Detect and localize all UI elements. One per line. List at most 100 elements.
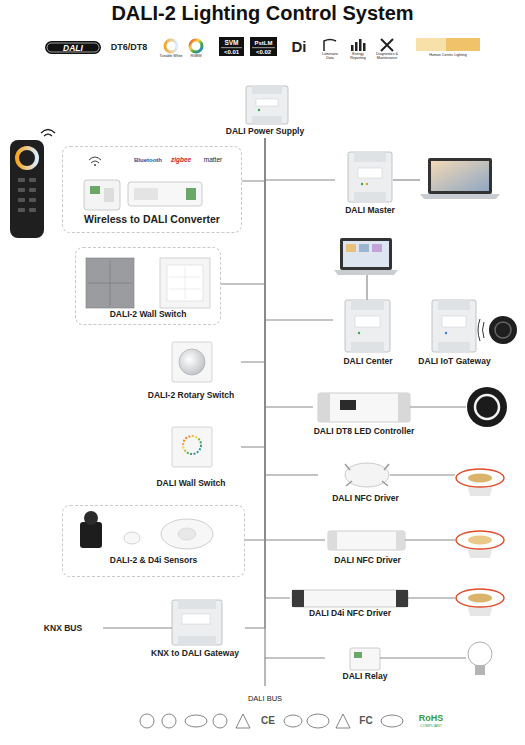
iot-gateway-module xyxy=(432,300,476,352)
bus-connector xyxy=(265,138,318,475)
bus-connector xyxy=(265,138,335,180)
device-label: DALI Power Supply xyxy=(226,127,304,136)
bus-label: DALI BUS xyxy=(248,695,282,703)
logo-text: DALI xyxy=(63,43,83,52)
device-box: DALI D4i NFC Driver xyxy=(290,588,410,620)
knob-remote xyxy=(478,316,517,344)
bus-connector xyxy=(265,138,325,540)
device-label: DALI D4i NFC Driver xyxy=(309,609,391,618)
feature-caption: Energy Reporting xyxy=(346,53,370,60)
logo-text: PstLM xyxy=(255,40,273,46)
cert-mark: RoHS xyxy=(419,714,444,723)
bus-label: KNX BUS xyxy=(44,624,82,633)
device-label: DALI Relay xyxy=(343,672,388,681)
device-box: DALI DT8 LED Controller xyxy=(313,390,415,438)
logo-text: <0.02 xyxy=(256,49,271,55)
device-label: DALI NFC Driver xyxy=(332,494,399,503)
device-label: DALI-2 Wall Switch xyxy=(110,310,187,319)
link-line xyxy=(390,474,455,475)
cert-mark: COMPLIANT xyxy=(420,725,442,729)
device-label: DALI NFC Driver xyxy=(334,556,401,565)
device-label: DALI-2 & D4i Sensors xyxy=(110,556,197,565)
device-label: DALI Wall Switch xyxy=(156,479,225,488)
protocol-logo: zigbee xyxy=(171,157,191,164)
ring-lamp xyxy=(467,387,507,427)
device-label: DALI IoT Gateway xyxy=(418,357,490,366)
protocol-logo: matter xyxy=(204,157,222,164)
link-line xyxy=(410,406,466,407)
logo-text: <0.01 xyxy=(224,49,239,55)
logo-text: DT6/DT8 xyxy=(111,43,148,52)
device-label: DALI-2 Rotary Switch xyxy=(148,391,234,400)
knx-gateway-module xyxy=(172,600,222,645)
bus-connector xyxy=(265,138,325,658)
rotary-switch xyxy=(172,342,212,382)
laptop xyxy=(420,158,500,199)
device-box: KNX to DALI Gateway xyxy=(145,598,245,660)
downlight xyxy=(456,531,504,558)
device-group: DALI-2 & D4i Sensors xyxy=(62,505,245,577)
device-label: DALI Center xyxy=(343,357,392,366)
protocol-logo: Bluetooth xyxy=(134,157,162,163)
device-box: DALI Relay xyxy=(325,646,405,683)
wall-switches xyxy=(86,258,210,308)
light-bulb xyxy=(468,642,492,675)
logo-text: Di xyxy=(292,39,307,54)
feature-caption: Diagnostics & Maintenance xyxy=(372,53,402,60)
link-line xyxy=(366,275,367,300)
device-box: DALI-2 Rotary Switch xyxy=(141,340,241,402)
led-controller xyxy=(318,393,410,422)
link-line xyxy=(380,657,466,658)
wireless-converters xyxy=(84,157,202,210)
logo-text: SVM xyxy=(224,40,238,47)
device-box: DALI NFC Driver xyxy=(318,460,413,505)
device-box: DALI Center xyxy=(333,298,403,368)
nfc-driver xyxy=(328,531,405,550)
cert-mark: CE xyxy=(261,716,275,726)
certification-marks xyxy=(140,714,403,728)
device-label: DALI DT8 LED Controller xyxy=(314,427,415,436)
bus-connector xyxy=(241,138,265,362)
device-group: DALI-2 Wall Switch xyxy=(75,247,221,325)
color-wall-switch xyxy=(172,427,212,467)
diagram-title: DALI-2 Lighting Control System xyxy=(0,2,525,25)
power-supply-module xyxy=(246,86,288,124)
cert-mark: FC xyxy=(359,716,372,726)
link-line xyxy=(408,597,455,598)
bus-connector xyxy=(241,138,265,447)
feature-caption: Tunable White xyxy=(159,55,182,59)
bus-connector xyxy=(265,138,333,320)
d4i-driver xyxy=(292,590,408,607)
bus-connector xyxy=(245,138,265,628)
center-module xyxy=(345,300,390,352)
knx-bus-line xyxy=(103,627,172,628)
feature-caption: Human Centric Lighting xyxy=(429,54,467,58)
link-line xyxy=(393,179,420,180)
remote-control xyxy=(10,130,55,239)
device-box: DALI NFC Driver xyxy=(325,527,410,567)
device-box: DALI Wall Switch xyxy=(141,423,241,490)
bus-connector xyxy=(265,138,290,598)
device-label: KNX to DALI Gateway xyxy=(151,649,239,658)
relay xyxy=(350,648,380,670)
bus-connector xyxy=(221,138,265,284)
feature-caption: RGBW xyxy=(190,55,201,59)
sensors xyxy=(80,511,213,549)
device-box: DALI Power Supply xyxy=(215,82,315,138)
laptop xyxy=(334,238,398,275)
link-line xyxy=(405,539,455,540)
logo-row xyxy=(45,37,480,56)
device-box: DALI IoT Gateway xyxy=(412,298,497,368)
bus-connector xyxy=(242,138,265,181)
device-label: Wireless to DALI Converter xyxy=(84,214,220,226)
device-box: DALI Master xyxy=(335,150,405,217)
downlight xyxy=(456,589,504,616)
nfc-driver xyxy=(345,463,389,487)
downlight xyxy=(456,469,504,496)
bus-connector xyxy=(245,138,265,540)
feature-caption: Luminaire Data xyxy=(319,53,341,60)
